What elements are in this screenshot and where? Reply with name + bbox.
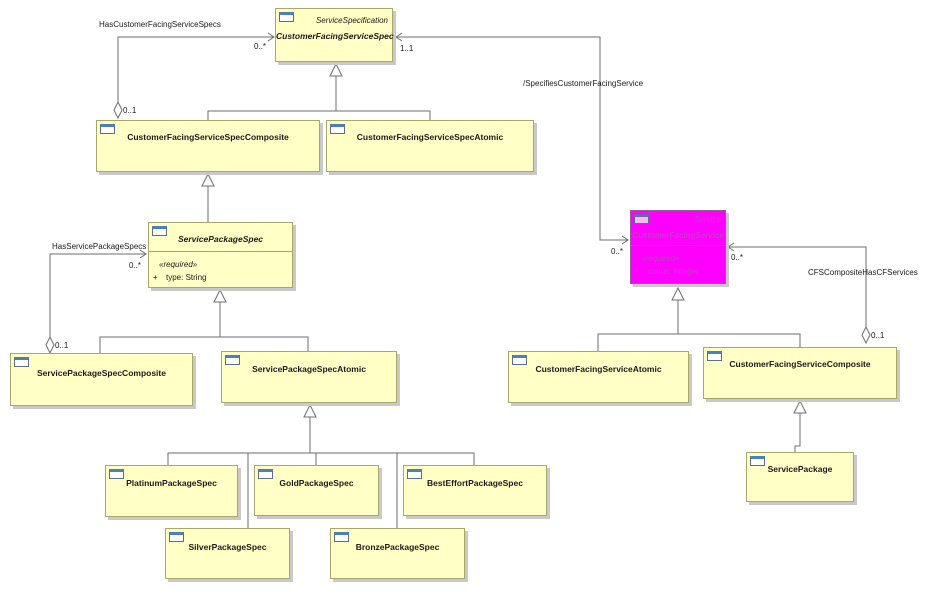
gen-service-package-line [794,413,801,452]
class-name: CustomerFacingServiceSpecComposite [127,132,289,142]
attribute-text: status: Integer [648,267,699,276]
assoc-specifies-spec-multiplicity: 1..1 [400,44,414,53]
assoc-has-cfss-label: HasCustomerFacingServiceSpecs [99,20,221,29]
attribute-status: + status: Integer [635,267,699,276]
class-bronze-package-spec[interactable]: BronzePackageSpec [330,528,465,579]
gen-packages-bus [167,452,475,465]
assoc-specifies-cfs-label: /SpecifiesCustomerFacingService [523,79,644,88]
assoc-has-cfss-target-multiplicity: 0..* [254,42,267,51]
assoc-specifies-service-multiplicity: 0..* [611,247,624,256]
attribute-visibility: + [153,273,158,282]
class-name: CustomerFacingServiceSpecAtomic [356,132,504,142]
gen-arrow-sps [213,288,227,303]
assoc-cfs-composite-arrow [727,242,735,252]
assoc-has-sps-line [49,253,146,337]
class-icon [14,357,29,367]
assoc-cfs-composite-line [728,246,867,327]
gen-cfss-composite-line [207,76,337,120]
class-icon [407,469,422,479]
gen-cfs-atomic-line [597,300,679,351]
assoc-has-sps-target-multiplicity: 0..* [129,261,142,270]
assoc-specifies-cfs-line [396,36,628,241]
class-customer-facing-service[interactable]: Service CustomerFacingService «required»… [630,210,726,284]
class-name: CustomerFacingService [632,231,724,240]
assoc-cfs-composite-label: CFSCompositeHasCFServices [808,268,918,277]
assoc-has-cfss-diamond [113,100,123,120]
attribute-separator [149,251,292,252]
gen-arrow-cfs [671,286,685,301]
class-name: CustomerFacingServiceSpec [276,31,394,41]
assoc-has-cfss-line [117,36,274,102]
gen-arrow-cfss-composite [201,172,215,187]
assoc-has-sps-label: HasServicePackageSpecs [52,242,147,251]
class-icon [279,12,294,22]
class-cfss-atomic[interactable]: CustomerFacingServiceSpecAtomic [326,120,534,172]
class-name: ServicePackage [767,464,833,474]
class-icon [334,532,349,542]
attribute-text: type: String [166,273,207,282]
assoc-cfs-composite-source-multiplicity: 0..1 [871,331,885,340]
assoc-has-sps-arrow [139,249,147,259]
gen-sps-composite-line [99,302,221,353]
class-icon [634,214,649,224]
class-sps-atomic[interactable]: ServicePackageSpecAtomic [221,351,397,403]
class-sps-composite[interactable]: ServicePackageSpecComposite [10,353,193,406]
class-icon [225,355,240,365]
assoc-has-cfss-arrow [267,32,275,42]
class-name: BestEffortPackageSpec [427,478,523,488]
class-name: GoldPackageSpec [279,478,354,488]
class-icon [707,351,722,361]
attribute-stereotype: «required» [641,254,680,263]
assoc-cfs-composite-target-multiplicity: 0..* [731,253,744,262]
attribute-stereotype: «required» [159,260,198,269]
class-icon [330,124,345,134]
assoc-specifies-arrow-cfs [621,235,629,245]
class-name: BronzePackageSpec [355,542,440,552]
class-stereotype: ServiceSpecification [315,16,388,25]
class-platinum-package-spec[interactable]: PlatinumPackageSpec [105,465,238,517]
class-service-package-spec[interactable]: ServicePackageSpec «required» + type: Str… [148,222,293,288]
class-customer-facing-service-spec[interactable]: ServiceSpecification CustomerFacingServi… [275,8,394,62]
class-cfs-composite[interactable]: CustomerFacingServiceComposite [703,347,897,399]
class-icon [100,124,115,134]
class-gold-package-spec[interactable]: GoldPackageSpec [254,465,379,516]
gen-arrow-cfs-composite [793,399,807,414]
class-name: ServicePackageSpecAtomic [252,364,366,374]
gen-sps-atomic-line [220,336,309,351]
class-icon [109,469,124,479]
assoc-has-cfss-source-multiplicity: 0..1 [123,106,137,115]
attribute-visibility: + [635,267,640,276]
class-silver-package-spec[interactable]: SilverPackageSpec [165,528,290,579]
class-cfs-atomic[interactable]: CustomerFacingServiceAtomic [508,351,689,403]
class-name: CustomerFacingServiceComposite [729,359,871,369]
assoc-has-sps-diamond [45,335,55,355]
gen-arrow-cfss [329,62,343,77]
class-service-package[interactable]: ServicePackage [746,452,854,502]
class-stereotype: Service [694,215,721,224]
gen-arrow-sps-atomic [303,403,317,418]
class-name: CustomerFacingServiceAtomic [535,364,662,374]
gen-cfs-composite-line [678,333,801,347]
class-name: PlatinumPackageSpec [126,478,217,488]
class-name: SilverPackageSpec [188,542,267,552]
class-icon [152,226,167,236]
attribute-type: + type: String [153,273,206,282]
assoc-cfs-composite-diamond [861,325,871,345]
assoc-has-sps-source-multiplicity: 0..1 [55,341,69,350]
class-name: ServicePackageSpec [177,234,264,244]
class-icon [258,469,273,479]
class-name: ServicePackageSpecComposite [37,368,166,378]
assoc-specifies-arrow-spec [395,32,403,42]
class-icon [750,456,765,466]
attribute-separator [631,245,725,246]
class-cfss-composite[interactable]: CustomerFacingServiceSpecComposite [96,120,320,172]
class-icon [169,532,184,542]
gen-cfss-atomic-line [336,110,431,120]
class-besteffort-package-spec[interactable]: BestEffortPackageSpec [403,465,547,516]
class-icon [512,355,527,365]
